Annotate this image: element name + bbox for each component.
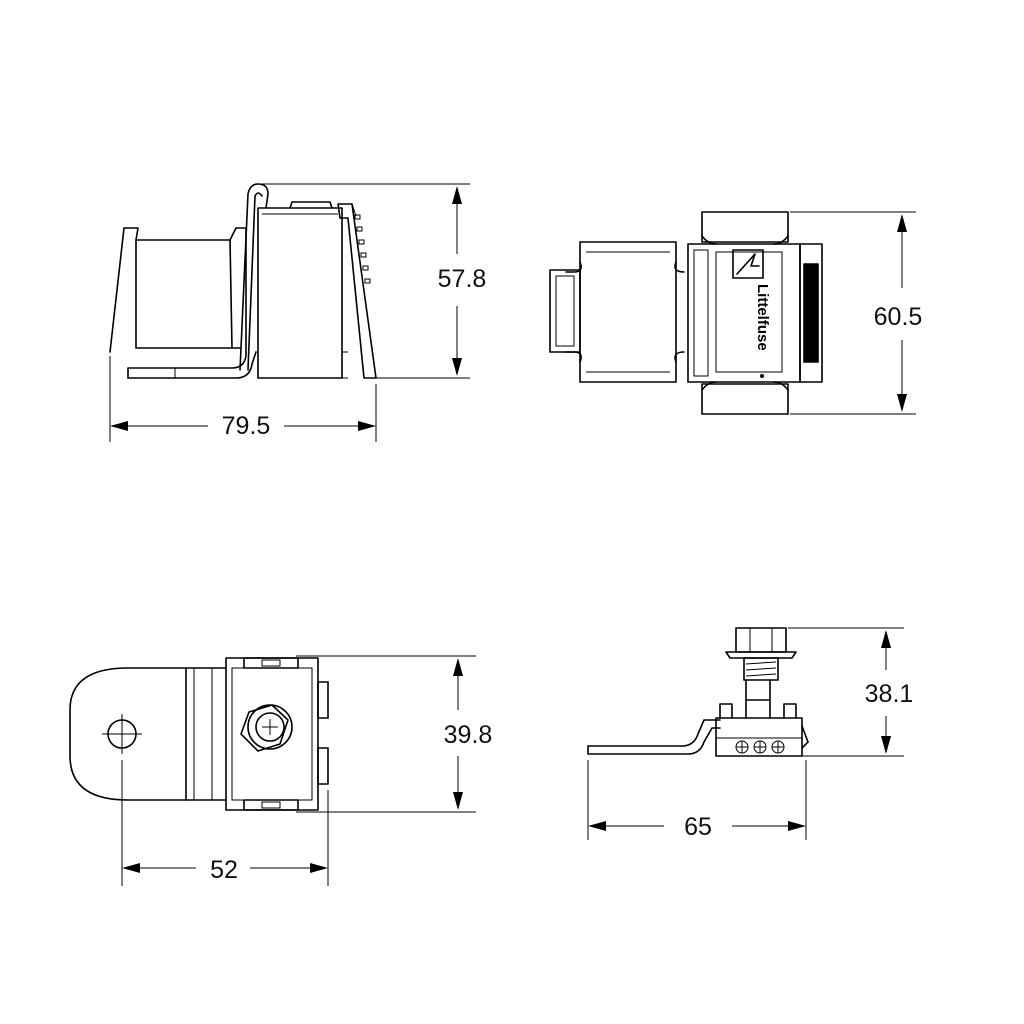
end-view-screws — [735, 740, 785, 754]
bottom-height-label: 39.8 — [444, 721, 493, 749]
top-height-label: 60.5 — [874, 303, 923, 331]
brand-label: Littelfuse — [754, 284, 771, 351]
bottom-width-label: 52 — [210, 856, 238, 884]
side-height-label: 57.8 — [438, 265, 487, 293]
end-width-label: 65 — [684, 813, 712, 841]
top-view: Littelfuse 60.5 — [549, 211, 923, 415]
bolt — [725, 627, 797, 701]
mounting-hole — [102, 714, 142, 754]
side-teeth — [354, 214, 371, 284]
side-view: 57.8 79.5 — [109, 183, 487, 442]
bottom-view: 39.8 52 — [69, 655, 493, 886]
end-height-label: 38.1 — [865, 680, 914, 708]
side-width-label: 79.5 — [222, 412, 271, 440]
end-view: 38.1 65 — [587, 627, 914, 841]
littelfuse-logo: Littelfuse — [732, 249, 771, 378]
hex-nut — [240, 704, 293, 752]
